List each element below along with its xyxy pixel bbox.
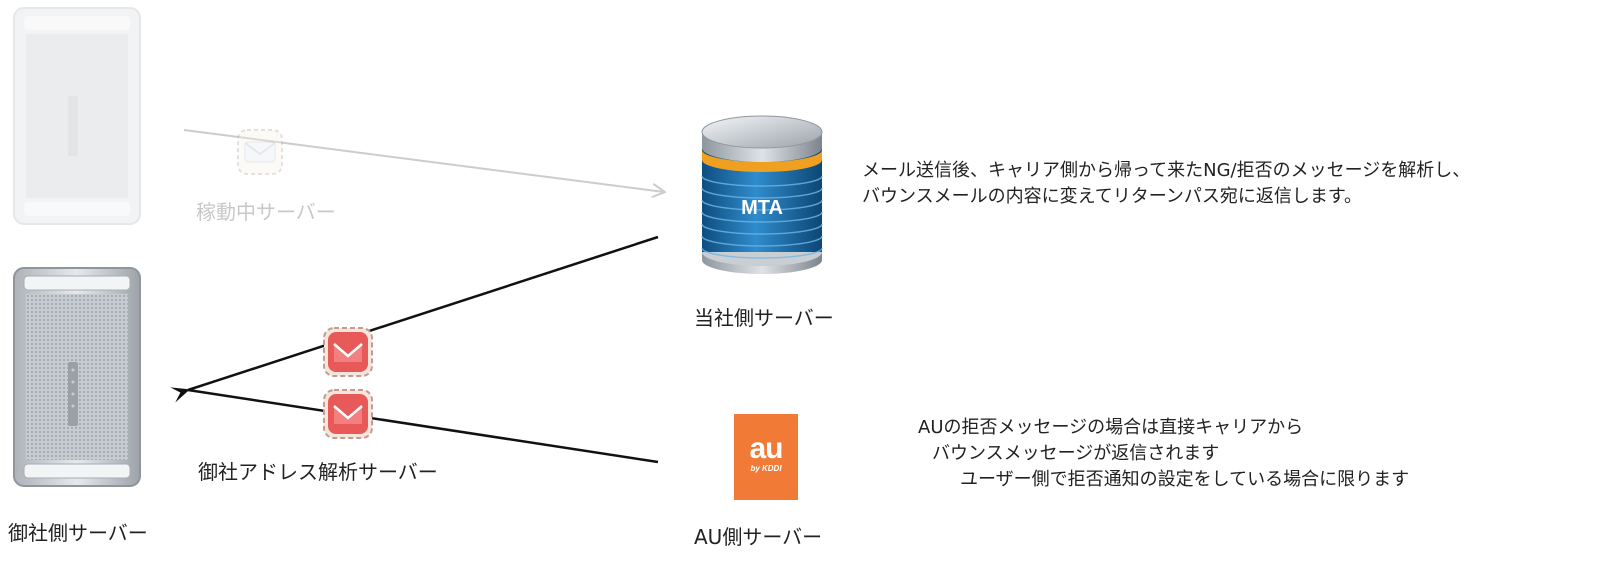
au-logo-icon: au by KDDI: [734, 414, 798, 500]
server-tower-icon-active: [13, 7, 141, 225]
mta-to-client-arrow: [170, 235, 659, 403]
database-icon: MTA: [701, 115, 823, 274]
envelope-icon-2: [323, 389, 373, 439]
active-to-mta-arrow: [183, 129, 664, 192]
mta-description-line2: バウンスメールの内容に変えてリターンパス宛に返信します。: [862, 186, 1363, 207]
envelope-icon-1: [323, 327, 373, 377]
au-server-label: AU側サーバー: [694, 525, 823, 549]
au-description-line2: バウンスメッセージが返信されます: [932, 443, 1220, 464]
au-to-client-arrow: [187, 388, 659, 464]
au-description-line1: AUの拒否メッセージの場合は直接キャリアから: [918, 417, 1304, 438]
mta-description: メール送信後、キャリア側から帰って来たNG/拒否のメッセージを解析し、 バウンス…: [862, 158, 1470, 210]
active-server-label: 稼動中サーバー: [196, 200, 336, 224]
server-tower-icon-client: [13, 267, 141, 487]
mta-label: MTA: [741, 197, 783, 219]
envelope-icon-faded: [237, 129, 283, 175]
address-analysis-server-label: 御社アドレス解析サーバー: [198, 460, 438, 484]
mta-description-line1: メール送信後、キャリア側から帰って来たNG/拒否のメッセージを解析し、: [862, 160, 1471, 181]
client-server-label: 御社側サーバー: [8, 521, 148, 545]
au-logo-main: au: [749, 432, 783, 465]
au-description: AUの拒否メッセージの場合は直接キャリアから バウンスメッセージが返信されます …: [918, 415, 1409, 493]
au-description-line3: ユーザー側で拒否通知の設定をしている場合に限ります: [960, 469, 1410, 490]
our-server-label: 当社側サーバー: [694, 306, 834, 330]
au-logo-sub: by KDDI: [750, 464, 782, 473]
